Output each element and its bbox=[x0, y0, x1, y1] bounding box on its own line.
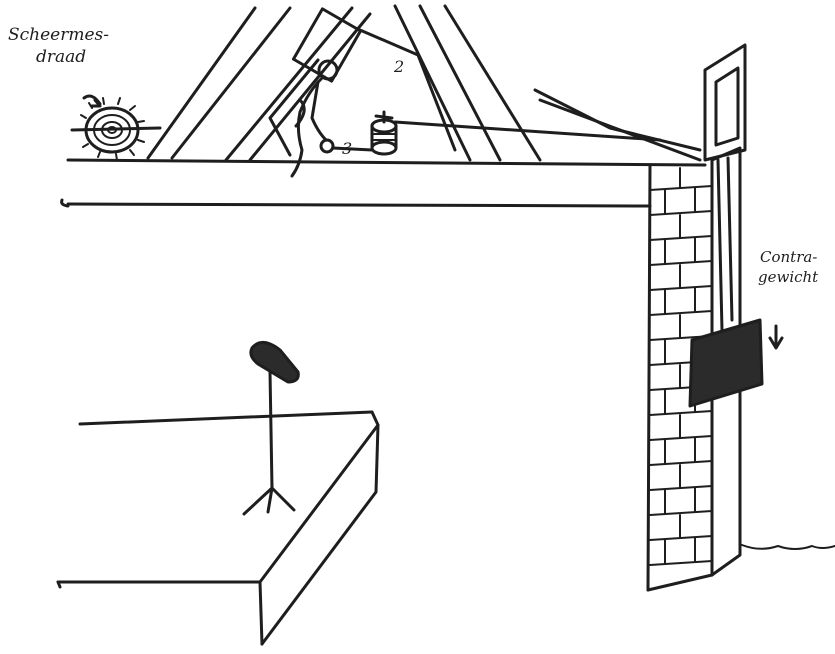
pulley-icon bbox=[370, 110, 398, 156]
razor-wire-coil-icon bbox=[70, 94, 162, 161]
counterweight-label-line2: gewicht bbox=[758, 268, 819, 286]
pulley-rigging bbox=[290, 7, 374, 178]
razor-wire-label-line2: draad bbox=[36, 47, 86, 67]
roof-truss bbox=[146, 4, 702, 162]
top-beam bbox=[60, 158, 707, 208]
counterweight-label-line1: Contra- bbox=[760, 248, 817, 266]
marker-2-label: 2 bbox=[393, 57, 404, 76]
razor-wire-label-line1: Scheermes- bbox=[8, 25, 109, 45]
stage-platform bbox=[56, 410, 380, 646]
brick-wall-column bbox=[646, 43, 835, 592]
marker-3-label: 3 bbox=[342, 139, 352, 158]
counterweight-block-icon bbox=[688, 318, 784, 408]
microphone-stand-icon bbox=[242, 341, 300, 516]
